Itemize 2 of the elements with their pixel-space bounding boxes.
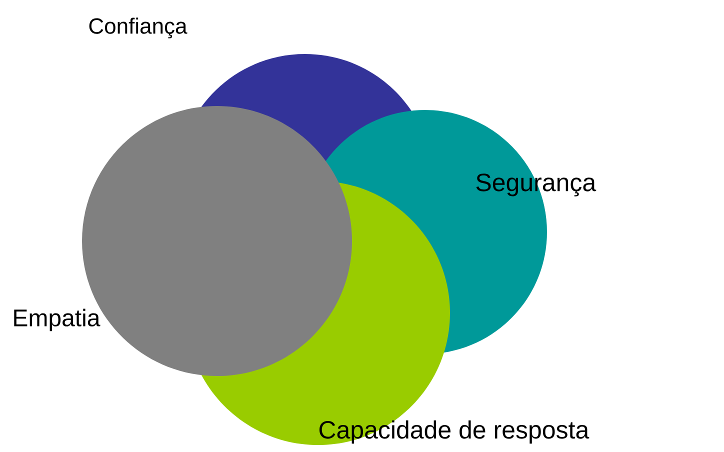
- circle-label: Empatia: [14, 308, 100, 332]
- circle-label: Confiança: [89, 18, 188, 38]
